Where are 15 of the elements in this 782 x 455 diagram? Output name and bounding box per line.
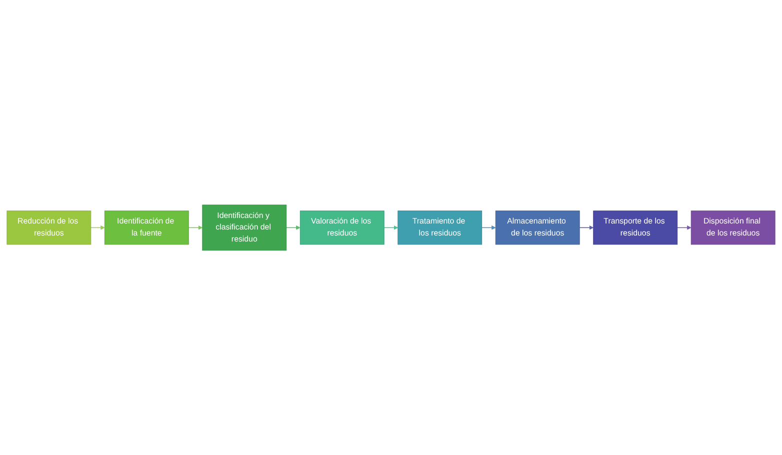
node-box	[398, 210, 482, 245]
arrow	[676, 225, 692, 230]
node-box	[300, 210, 384, 245]
node-box	[202, 204, 287, 250]
arrow	[286, 225, 300, 230]
node-box	[6, 210, 92, 245]
node-box	[593, 210, 678, 245]
arrow	[188, 225, 203, 230]
node-box	[104, 210, 189, 245]
arrow	[579, 225, 594, 230]
arrow	[90, 225, 105, 230]
arrow	[384, 225, 398, 230]
arrow	[481, 225, 496, 230]
node-box	[690, 210, 776, 245]
node-box	[495, 210, 580, 245]
